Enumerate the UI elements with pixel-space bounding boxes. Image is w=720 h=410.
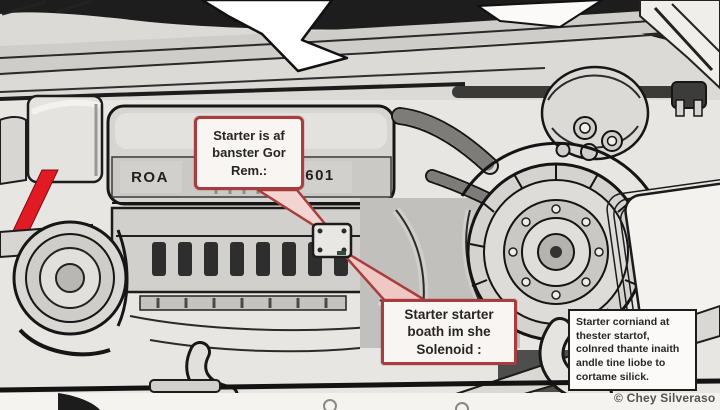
callout-starter-solenoid-text: Starter starter boath im she Solenoid : xyxy=(404,306,494,357)
starter-solenoid-component xyxy=(311,222,353,259)
crank-pulley xyxy=(12,220,129,357)
callout-starter-top: Starter is af banster Gor Rem.: xyxy=(194,116,304,190)
note-box-text: Starter corniand at thester startof, col… xyxy=(576,316,680,383)
wiper-blades xyxy=(200,0,720,90)
engine-cover-label-right: 601 xyxy=(305,167,335,184)
reservoir-box xyxy=(0,94,104,186)
note-box: Starter corniand at thester startof, col… xyxy=(568,309,697,391)
brake-booster-dome xyxy=(540,65,650,161)
credit-text: © Chey Silveraso xyxy=(614,391,716,405)
callout-starter-solenoid: Starter starter boath im she Solenoid : xyxy=(381,299,517,365)
bell-housing xyxy=(460,141,650,392)
engine-cover-label-left: ROA xyxy=(131,169,169,186)
callout-starter-top-text: Starter is af banster Gor Rem.: xyxy=(212,128,286,178)
